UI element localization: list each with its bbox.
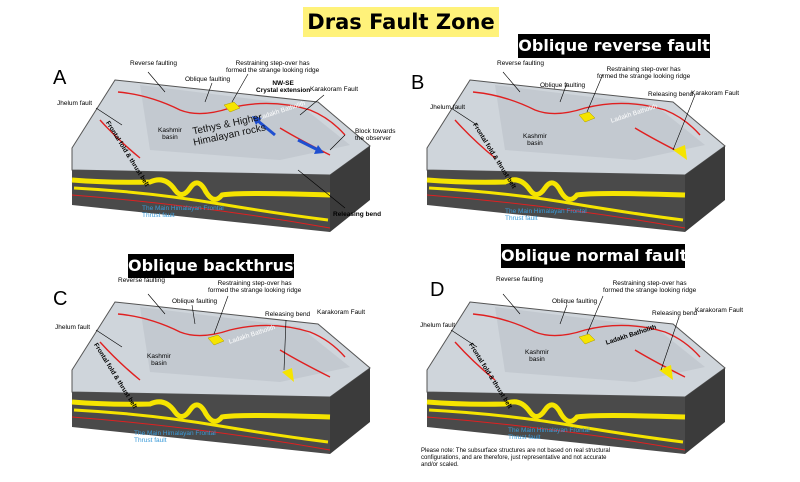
label-releasing-bend: Releasing bend xyxy=(333,211,382,218)
extension-arrowhead xyxy=(252,116,262,125)
label-oblique-faulting: Oblique faulting xyxy=(540,82,586,89)
block-diagram-b xyxy=(426,71,726,232)
label-reverse-faulting: Reverse faulting xyxy=(118,277,165,284)
label-nw-se-extension: NW-SE Crystal extension xyxy=(256,80,311,94)
fault-trace xyxy=(99,119,141,159)
panel-c-title: Oblique backthrust xyxy=(128,254,301,278)
label-main-himalayan-thrust: The Main Himalayan Frontal Thrust fault xyxy=(142,205,224,219)
label-karakoram-fault: Karakoram Fault xyxy=(691,90,740,97)
label-oblique-faulting: Oblique faulting xyxy=(172,298,218,305)
label-main-himalayan-thrust: The Main Himalayan Frontal Thrust fault xyxy=(508,427,590,441)
thrust-line xyxy=(71,194,331,229)
label-jhelum-fault: Jhelum fault xyxy=(57,100,93,107)
label-restraining-stepover: Restraining step-over has formed the str… xyxy=(208,280,302,294)
block-diagram-a xyxy=(71,71,371,232)
label-oblique-faulting: Oblique faulting xyxy=(552,298,598,305)
panel-b-letter: B xyxy=(411,72,425,94)
restraining-ridge xyxy=(223,101,241,113)
extension-arrow xyxy=(257,119,276,137)
panel-b-title: Oblique reverse fault xyxy=(518,34,710,58)
label-main-himalayan-thrust: The Main Himalayan Frontal Thrust fault xyxy=(134,430,216,444)
fold-layer-lower xyxy=(73,186,329,222)
label-kashmir-basin: Kashmir basin xyxy=(525,349,549,363)
fold-layer xyxy=(71,177,331,202)
label-kashmir-basin: Kashmir basin xyxy=(147,353,171,367)
panel-c-letter: C xyxy=(53,288,68,310)
panel-d-title: Oblique normal fault xyxy=(501,244,687,268)
label-jhelum-fault: Jhelum fault xyxy=(55,324,91,331)
label-jhelum-fault: Jhelum fault xyxy=(430,104,466,111)
block-diagram-d xyxy=(426,293,726,454)
disclaimer-note: Please note: The subsurface structures a… xyxy=(421,448,610,468)
label-karakoram-fault: Karakoram Fault xyxy=(317,309,366,316)
label-oblique-faulting: Oblique faulting xyxy=(185,76,231,83)
label-karakoram-fault: Karakoram Fault xyxy=(310,86,359,93)
block-right-face xyxy=(330,146,370,232)
block-diagram-c xyxy=(71,293,371,454)
label-main-himalayan-thrust: The Main Himalayan Frontal Thrust fault xyxy=(505,208,587,222)
label-restraining-stepover: Restraining step-over has formed the str… xyxy=(226,60,320,74)
label-reverse-faulting: Reverse faulting xyxy=(130,60,177,67)
label-releasing-bend: Releasing bend xyxy=(648,91,694,98)
label-karakoram-fault: Karakoram Fault xyxy=(695,307,744,314)
label-reverse-faulting: Reverse faulting xyxy=(496,276,543,283)
extension-arrowhead xyxy=(314,145,324,154)
panel-a-letter: A xyxy=(53,67,67,89)
label-restraining-stepover: Restraining step-over has formed the str… xyxy=(603,280,697,294)
label-releasing-bend: Releasing bend xyxy=(652,310,698,317)
panel-d-letter: D xyxy=(430,279,445,301)
extension-arrow xyxy=(297,138,319,152)
label-block-towards-observer: Block towards the observer xyxy=(355,128,396,142)
label-jhelum-fault: Jhelum fault xyxy=(420,322,456,329)
label-releasing-bend: Releasing bend xyxy=(265,311,311,318)
label-kashmir-basin: Kashmir basin xyxy=(523,133,547,147)
label-restraining-stepover: Restraining step-over has formed the str… xyxy=(597,66,691,80)
main-title: Dras Fault Zone xyxy=(303,7,499,37)
label-kashmir-basin: Kashmir basin xyxy=(158,127,182,141)
label-reverse-faulting: Reverse faulting xyxy=(497,60,544,67)
